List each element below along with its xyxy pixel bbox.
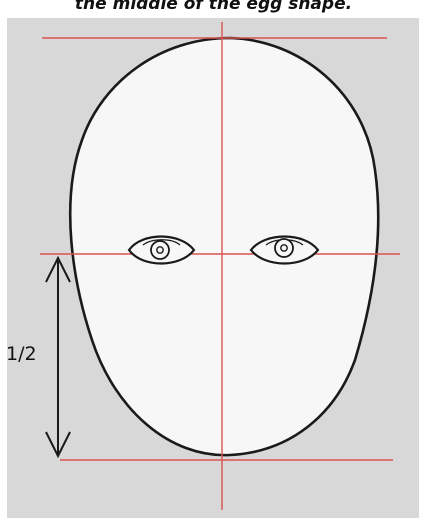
egg-face-outline [70,38,378,455]
half-height-arrow [46,258,70,456]
ratio-label: 1/2 [6,343,37,365]
